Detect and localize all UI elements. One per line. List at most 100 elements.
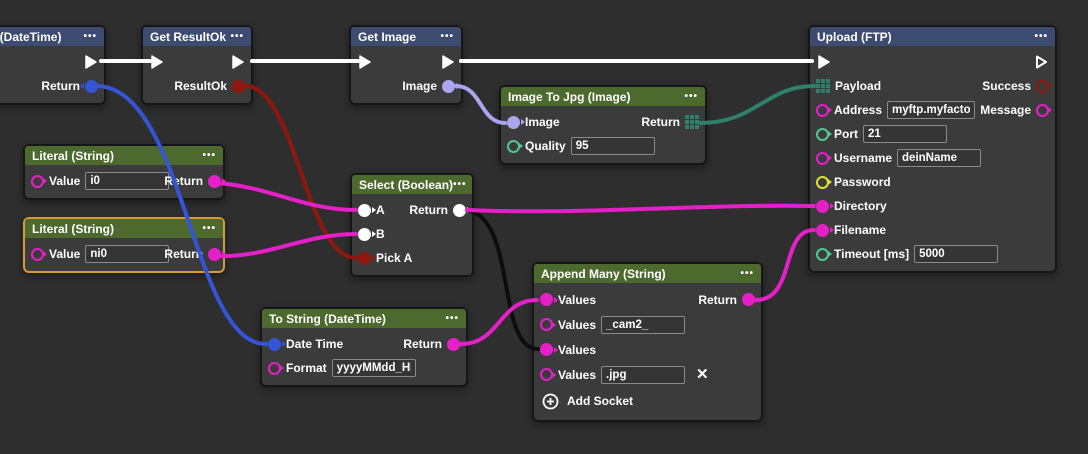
node-select-boolean[interactable]: Select (Boolean) ••• A Return B Pick [350, 173, 474, 277]
message-output-socket[interactable] [1036, 103, 1049, 117]
socket-row: Filename [810, 218, 1055, 242]
quality-input[interactable] [570, 137, 655, 155]
return-output-socket[interactable] [85, 79, 98, 93]
values-1-input-socket[interactable] [540, 293, 553, 306]
exec-in-pin[interactable] [816, 54, 831, 70]
port-input[interactable] [863, 125, 947, 143]
wire-append-filename[interactable] [754, 228, 816, 302]
wire-select-append[interactable] [465, 208, 540, 351]
node-literal-string-2[interactable]: Literal (String) ••• Value Return [23, 217, 225, 273]
exec-in-pin[interactable] [149, 54, 164, 70]
node-image-to-jpg[interactable]: Image To Jpg (Image) ••• Image Return Qu… [499, 85, 707, 165]
success-output-socket[interactable] [1036, 79, 1049, 93]
return-output-socket[interactable] [453, 203, 466, 217]
pick-a-input-socket[interactable] [358, 251, 371, 265]
node-header[interactable]: Image To Jpg (Image) ••• [501, 87, 705, 106]
node-header[interactable]: Literal (String) ••• [25, 219, 223, 238]
menu-icon[interactable]: ••• [83, 30, 97, 42]
wire-now-tostring[interactable] [96, 84, 268, 346]
node-get-resultok[interactable]: Get ResultOk ••• ResultOk [141, 25, 253, 105]
node-get-image[interactable]: Get Image ••• Image [349, 25, 463, 105]
exec-out-pin[interactable] [1034, 54, 1049, 70]
wire-tojpg-payload[interactable] [698, 84, 816, 125]
add-socket-button[interactable]: Add Socket [534, 387, 761, 415]
directory-input-socket[interactable] [816, 199, 829, 213]
node-header[interactable]: Literal (String) ••• [25, 146, 223, 165]
exec-out-pin[interactable] [440, 54, 455, 70]
resultok-output-socket[interactable] [232, 79, 245, 93]
output-label: Return [164, 247, 204, 261]
wire-select-directory[interactable] [465, 203, 816, 214]
node-header[interactable]: To String (DateTime) ••• [262, 309, 466, 328]
menu-icon[interactable]: ••• [740, 267, 754, 279]
username-input-socket[interactable] [816, 151, 829, 165]
return-output-socket[interactable] [208, 174, 222, 188]
node-header[interactable]: Append Many (String) ••• [534, 264, 761, 283]
image-input-socket[interactable] [507, 115, 520, 129]
input-label: Filename [834, 223, 887, 237]
port-input-socket[interactable] [816, 127, 829, 141]
menu-icon[interactable]: ••• [684, 90, 698, 102]
exec-in-pin[interactable] [357, 54, 372, 70]
password-input-socket[interactable] [816, 175, 829, 189]
node-header[interactable]: Now (DateTime) ••• [0, 27, 104, 46]
node-title: Image To Jpg (Image) [508, 89, 631, 104]
format-input-socket[interactable] [268, 361, 281, 375]
menu-icon[interactable]: ••• [453, 178, 467, 190]
values-4-input-socket[interactable] [540, 368, 553, 381]
address-input[interactable] [887, 101, 976, 119]
value-input[interactable] [85, 172, 170, 190]
node-header[interactable]: Select (Boolean) ••• [352, 175, 472, 194]
exec-out-pin[interactable] [83, 54, 98, 70]
values-2-input-socket[interactable] [540, 318, 553, 331]
values-4-input[interactable] [601, 365, 686, 384]
node-upload-ftp[interactable]: Upload (FTP) ••• Payload Success [808, 25, 1057, 273]
bytes-grid-icon[interactable] [685, 115, 699, 129]
node-to-string-datetime[interactable]: To String (DateTime) ••• Date Time Retur… [260, 307, 468, 387]
format-input[interactable] [331, 359, 416, 377]
quality-input-socket[interactable] [507, 139, 520, 153]
menu-icon[interactable]: ••• [202, 222, 216, 234]
menu-icon[interactable]: ••• [202, 149, 216, 161]
menu-icon[interactable]: ••• [1034, 30, 1048, 42]
a-input-socket[interactable] [358, 203, 371, 217]
menu-icon[interactable]: ••• [230, 30, 244, 42]
image-output-socket[interactable] [442, 79, 455, 93]
values-3-input-socket[interactable] [540, 343, 553, 356]
timeout-input[interactable] [914, 245, 999, 263]
node-now-datetime[interactable]: Now (DateTime) ••• Return [0, 25, 106, 105]
output-label: ResultOk [174, 79, 227, 93]
timeout-input-socket[interactable] [816, 247, 829, 261]
datetime-input-socket[interactable] [268, 337, 281, 351]
node-header[interactable]: Get ResultOk ••• [143, 27, 251, 46]
delete-socket-icon[interactable]: ✕ [696, 366, 709, 383]
values-2-input[interactable] [601, 315, 686, 334]
wire-lit2-selectb[interactable] [214, 232, 358, 259]
node-append-many-string[interactable]: Append Many (String) ••• Values Return V… [532, 262, 763, 422]
node-header[interactable]: Get Image ••• [351, 27, 461, 46]
b-input-socket[interactable] [358, 227, 371, 241]
address-input-socket[interactable] [816, 103, 829, 117]
wire-getimage-tojpg[interactable] [454, 84, 507, 125]
wire-lit1-selecta[interactable] [214, 181, 358, 212]
wire-tostring-append[interactable] [459, 298, 539, 346]
filename-input-socket[interactable] [816, 223, 829, 237]
return-output-socket[interactable] [447, 337, 460, 351]
value-input-socket[interactable] [31, 174, 44, 188]
input-label: Values [558, 367, 597, 382]
socket-row: Value Return [25, 169, 223, 193]
menu-icon[interactable]: ••• [440, 30, 454, 42]
bytes-grid-icon[interactable] [816, 79, 830, 93]
socket-row: Image Return [501, 110, 705, 134]
node-literal-string-1[interactable]: Literal (String) ••• Value Return [23, 144, 225, 200]
node-header[interactable]: Upload (FTP) ••• [810, 27, 1055, 46]
value-input[interactable] [85, 245, 170, 263]
wire-resultok-picka[interactable] [244, 84, 358, 260]
value-input-socket[interactable] [31, 247, 44, 261]
return-output-socket[interactable] [742, 293, 755, 306]
exec-out-pin[interactable] [230, 54, 245, 70]
username-input[interactable] [897, 149, 982, 167]
menu-icon[interactable]: ••• [445, 312, 459, 324]
return-output-socket[interactable] [208, 247, 222, 261]
